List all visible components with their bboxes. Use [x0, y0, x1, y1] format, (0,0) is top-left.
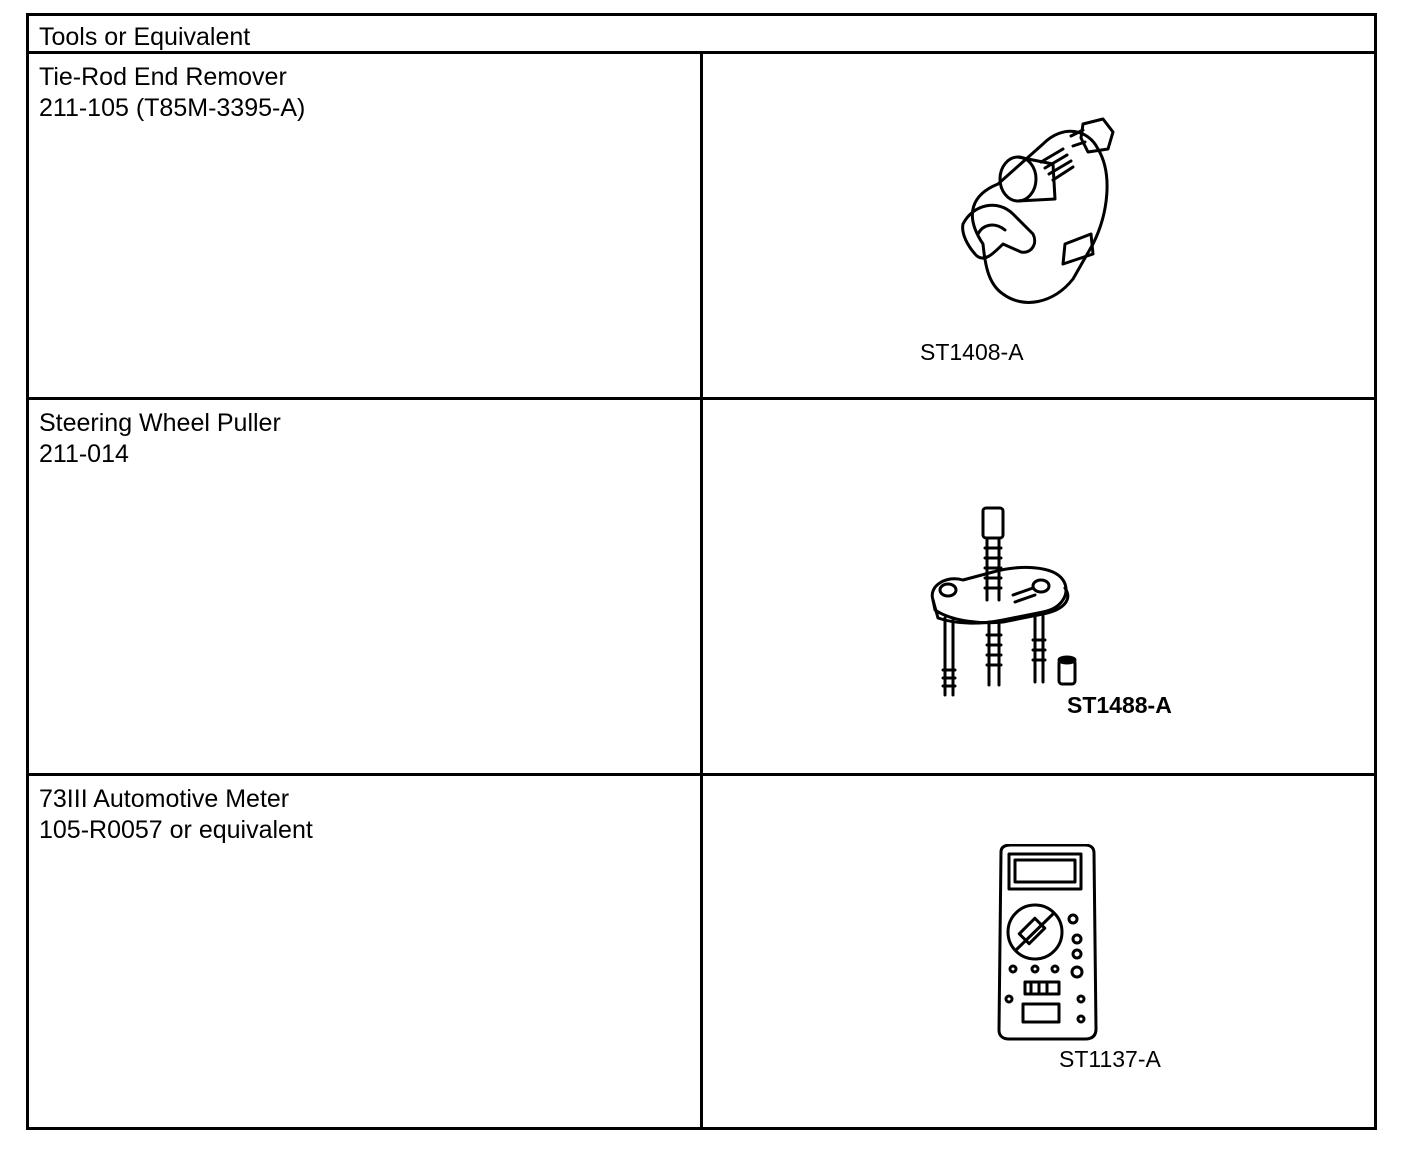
tool-name: 73III Automotive Meter — [39, 785, 290, 813]
tool-description-cell: Steering Wheel Puller 211-014 — [29, 400, 703, 773]
tool-description-cell: Tie-Rod End Remover 211-105 (T85M-3395-A… — [29, 54, 703, 397]
tool-name: Steering Wheel Puller — [39, 409, 281, 437]
multimeter-icon — [997, 844, 1098, 1041]
tool-figure-cell: ST1488-A — [703, 400, 1374, 773]
figure-code: ST1488-A — [1067, 692, 1172, 718]
tool-figure-cell: ST1408-A — [703, 54, 1374, 397]
steering-wheel-puller-icon — [930, 506, 1077, 697]
tool-name: Tie-Rod End Remover — [39, 63, 287, 91]
tool-figure-cell: ST1137-A — [703, 776, 1374, 1130]
table-title: Tools or Equivalent — [39, 23, 251, 51]
tools-table: Tools or Equivalent Tie-Rod End Remover … — [26, 13, 1377, 1130]
tool-number: 211-105 (T85M-3395-A) — [39, 94, 306, 122]
table-row: 73III Automotive Meter 105-R0057 or equi… — [29, 776, 1374, 1130]
table-row: Tie-Rod End Remover 211-105 (T85M-3395-A… — [29, 54, 1374, 400]
tool-description-cell: 73III Automotive Meter 105-R0057 or equi… — [29, 776, 703, 1130]
figure-code: ST1408-A — [920, 339, 1024, 365]
figure-code: ST1137-A — [1059, 1046, 1161, 1072]
tool-number: 211-014 — [39, 440, 129, 468]
table-header: Tools or Equivalent — [29, 16, 1374, 54]
tool-number: 105-R0057 or equivalent — [39, 816, 313, 844]
tie-rod-end-remover-icon — [961, 117, 1115, 304]
table-row: Steering Wheel Puller 211-014 — [29, 400, 1374, 776]
